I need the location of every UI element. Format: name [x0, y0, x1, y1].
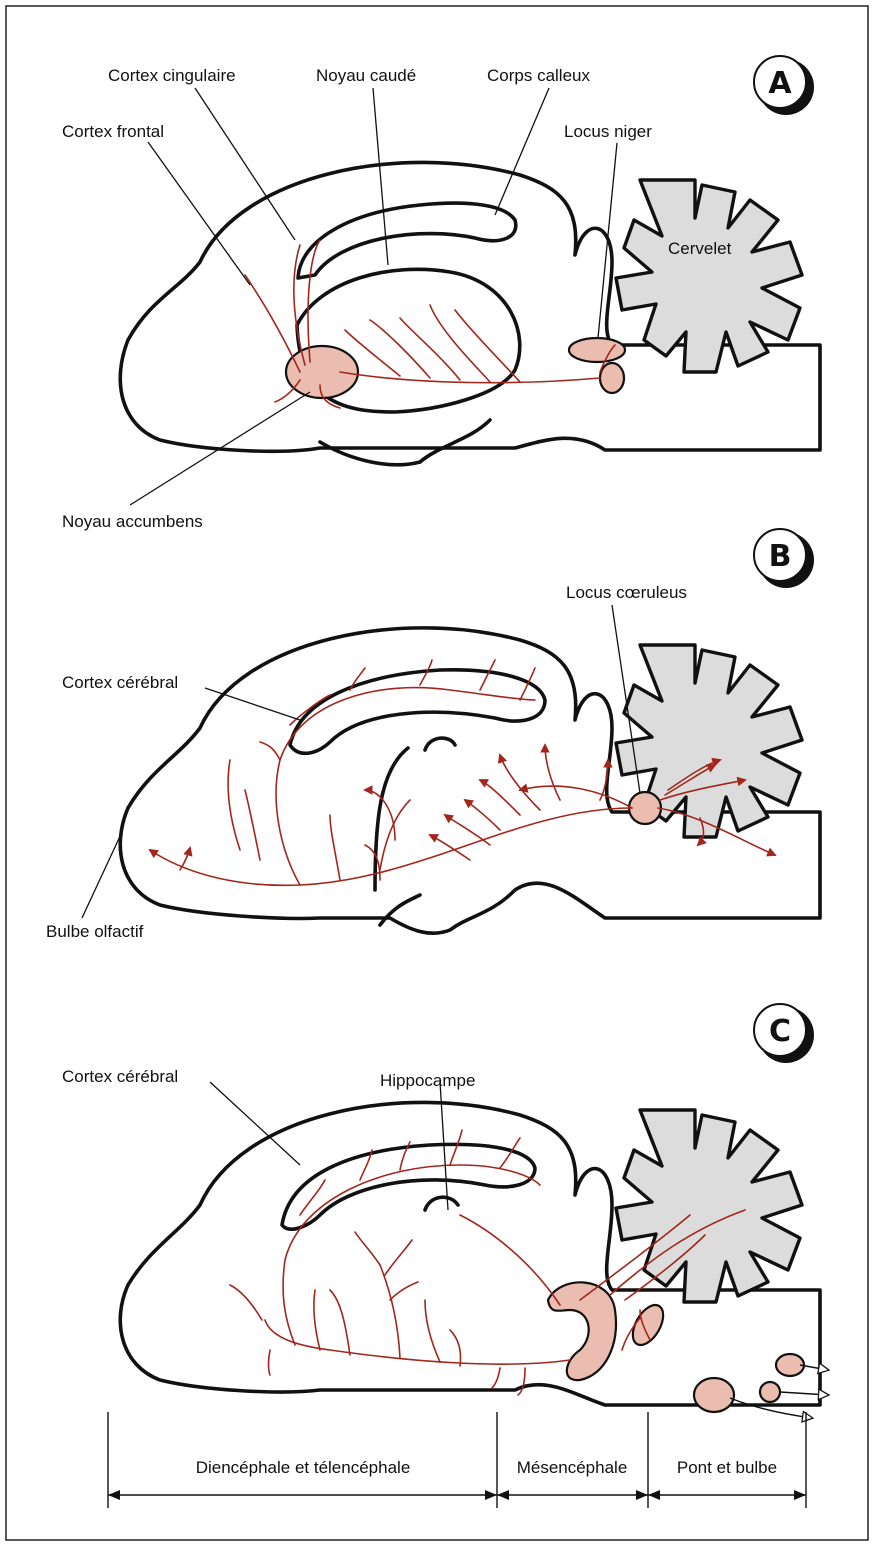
raphe-nucleus-main	[548, 1282, 616, 1380]
label-diencephale-telencephale: Diencéphale et télencéphale	[196, 1458, 411, 1477]
panel-a-letter: A	[768, 66, 792, 101]
label-cortex-cerebral-c: Cortex cérébral	[62, 1067, 178, 1086]
label-noyau-accumbens: Noyau accumbens	[62, 512, 203, 531]
leader-cortex-cerebral-b	[205, 688, 300, 720]
label-locus-coeruleus: Locus cœruleus	[566, 583, 687, 602]
leader-noyau-accumbens	[130, 392, 310, 505]
label-noyau-caude: Noyau caudé	[316, 66, 416, 85]
raphe-nucleus-2	[627, 1300, 670, 1350]
raphe-nucleus-4	[760, 1382, 780, 1402]
locus-niger-nucleus-2	[600, 363, 624, 393]
leader-corps-calleux	[495, 88, 549, 215]
noyau-accumbens-nucleus	[286, 346, 358, 398]
locus-niger-nucleus	[569, 338, 625, 362]
label-bulbe-olfactif: Bulbe olfactif	[46, 922, 144, 941]
label-pont-bulbe: Pont et bulbe	[677, 1458, 777, 1477]
locus-coeruleus-nucleus	[629, 792, 661, 824]
label-corps-calleux: Corps calleux	[487, 66, 590, 85]
leader-cortex-cingulaire	[195, 88, 295, 240]
panel-a: A Cervelet	[62, 56, 820, 531]
label-cervelet: Cervelet	[668, 239, 732, 258]
label-mesencephale: Mésencéphale	[517, 1458, 628, 1477]
leader-cortex-cerebral-c	[210, 1082, 300, 1165]
panel-a-badge: A	[754, 56, 814, 115]
raphe-nucleus-5	[694, 1378, 734, 1412]
region-scale: Diencéphale et télencéphale Mésencéphale…	[108, 1412, 806, 1508]
label-cortex-cerebral-b: Cortex cérébral	[62, 673, 178, 692]
panel-c-letter: C	[769, 1014, 791, 1049]
panel-c-badge: C	[754, 1004, 814, 1063]
panel-c-cerebellum	[616, 1110, 802, 1302]
label-cortex-frontal: Cortex frontal	[62, 122, 164, 141]
panel-c: C	[62, 1004, 828, 1418]
label-cortex-cingulaire: Cortex cingulaire	[108, 66, 236, 85]
label-locus-niger: Locus niger	[564, 122, 652, 141]
panel-b: B	[46, 529, 820, 941]
label-hippocampe: Hippocampe	[380, 1071, 475, 1090]
panel-b-badge: B	[754, 529, 814, 588]
leader-bulbe-olfactif	[82, 832, 122, 918]
raphe-nucleus-3	[776, 1354, 804, 1376]
panel-b-letter: B	[769, 539, 792, 574]
